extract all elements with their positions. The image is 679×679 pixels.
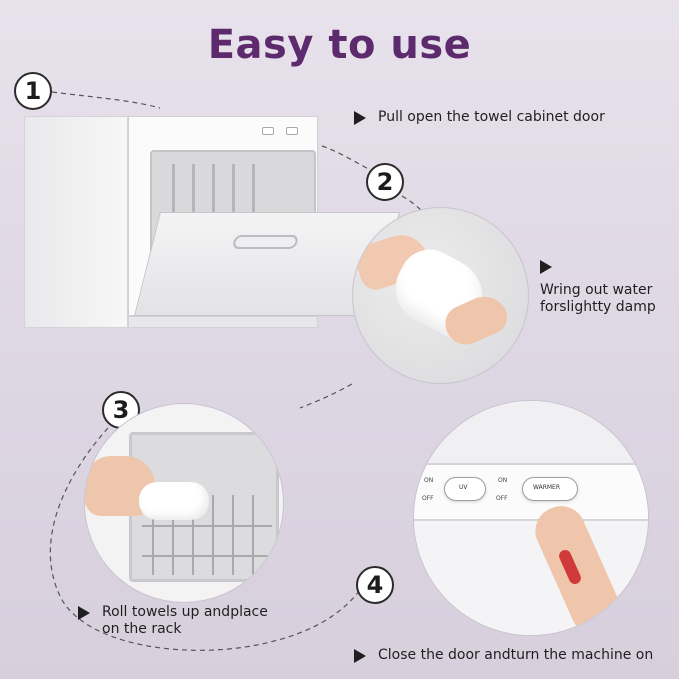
uv-on-label: ON [424,477,434,484]
control-panel-closeup: ON OFF UV ON OFF WARMER [413,400,649,636]
step-4-text: Close the door andturn the machine on [354,647,653,664]
connector-1 [51,91,161,109]
step-2-line-1: Wring out water [540,282,653,298]
cabinet-side [24,116,128,328]
step-1-label: Pull open the towel cabinet door [378,109,605,125]
cabinet-control-panel [144,124,314,140]
towel-cabinet-illustration [24,116,400,328]
uv-switch[interactable]: UV [444,477,486,501]
control-panel: ON OFF UV ON OFF WARMER [414,465,648,521]
play-triangle-icon [540,260,552,274]
play-triangle-icon [354,111,366,125]
step-4-label: Close the door andturn the machine on [378,647,654,663]
step-3-line-1: Roll towels up andplace [102,604,268,620]
cabinet-top [414,401,648,465]
step-3-badge: 3 [102,391,140,429]
step-2-line-2: forslightty damp [540,299,656,315]
step-1-text: Pull open the towel cabinet door [354,109,605,126]
uv-off-label: OFF [422,495,434,502]
step-2-text: Wring out water forslightty damp [540,258,656,316]
warmer-off-label: OFF [496,495,508,502]
rolled-towel [139,482,209,520]
step-1-badge: 1 [14,72,52,110]
step-3-line-2: on the rack [102,621,182,637]
play-triangle-icon [78,606,90,620]
warmer-switch-label: WARMER [533,484,561,491]
uv-switch-label: UV [459,484,468,491]
step-3-text: Roll towels up andplace on the rack [78,604,268,638]
step-4-badge: 4 [356,566,394,604]
cabinet-base [128,316,318,328]
warmer-switch[interactable]: WARMER [522,477,578,501]
step-2-badge: 2 [366,163,404,201]
door-handle [231,235,300,249]
page-title: Easy to use [207,22,472,68]
connector-4 [299,383,353,409]
play-triangle-icon [354,649,366,663]
wringing-towel-photo [352,207,529,384]
warmer-on-label: ON [498,477,508,484]
place-towel-photo [84,403,284,603]
step-3-label: Roll towels up andplace on the rack [102,604,268,638]
